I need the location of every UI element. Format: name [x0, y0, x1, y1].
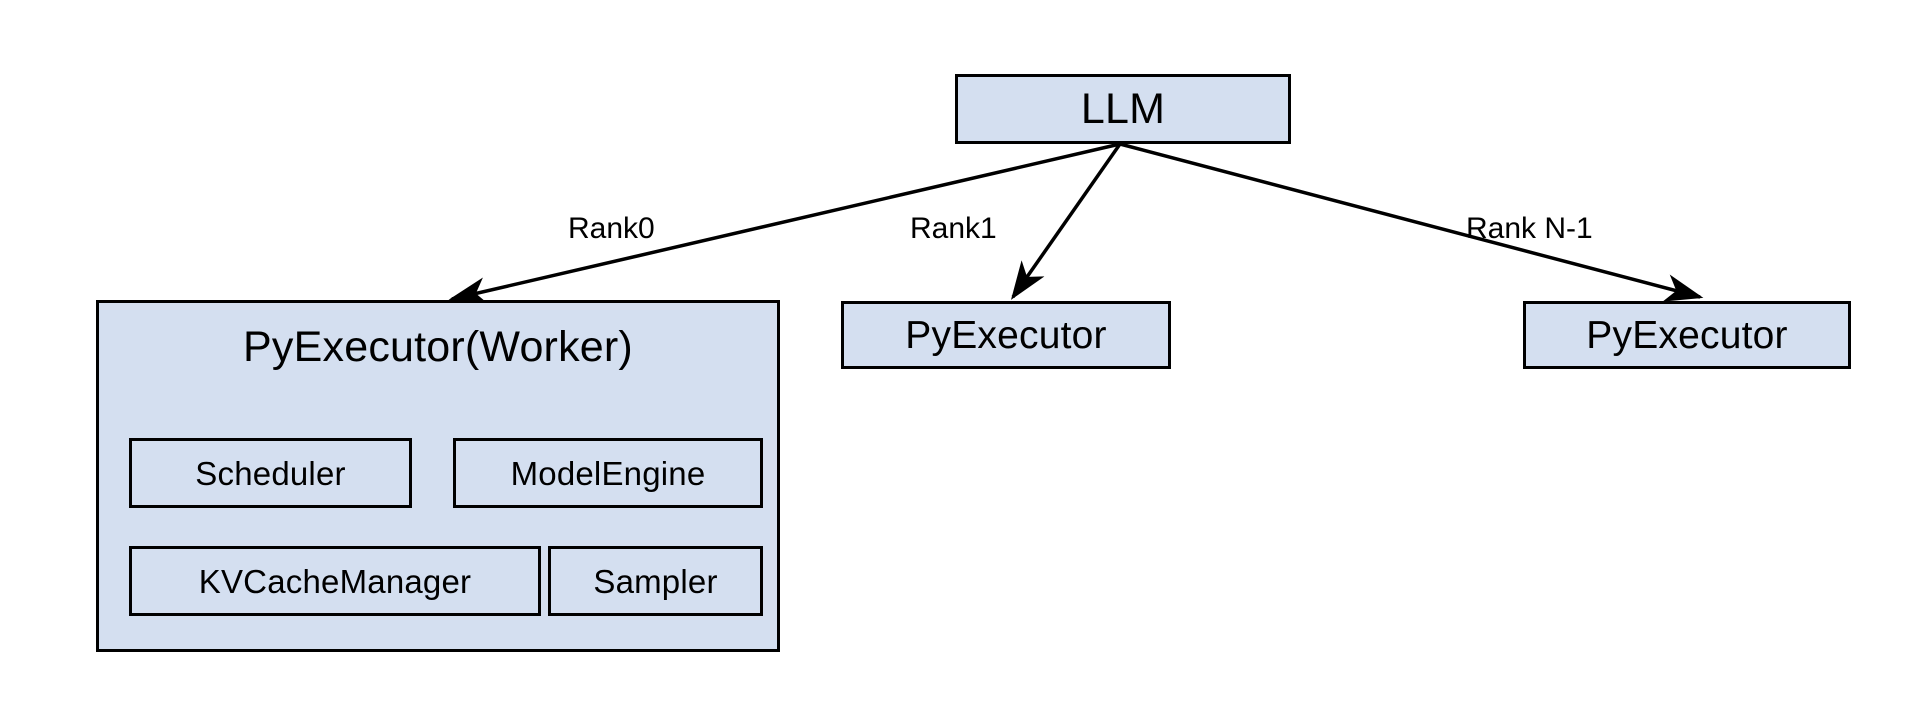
node-pyexecutor-rank1-label: PyExecutor — [905, 313, 1107, 357]
node-pyexecutor-rank1[interactable]: PyExecutor — [841, 301, 1171, 369]
edge-label-rank-n-1: Rank N-1 — [1466, 212, 1593, 245]
node-pyexecutor-worker[interactable]: PyExecutor(Worker) Scheduler ModelEngine… — [96, 300, 780, 652]
edge-label-rank1: Rank1 — [910, 212, 997, 245]
node-scheduler[interactable]: Scheduler — [129, 438, 412, 508]
edge-llm-to-executor-rank1 — [1010, 142, 1122, 300]
node-scheduler-label: Scheduler — [195, 454, 346, 492]
node-kv-cache-manager[interactable]: KVCacheManager — [129, 546, 541, 616]
edge-llm-to-worker — [448, 142, 1121, 305]
node-llm[interactable]: LLM — [955, 74, 1291, 144]
node-model-engine[interactable]: ModelEngine — [453, 438, 763, 508]
node-kv-cache-manager-label: KVCacheManager — [198, 562, 472, 600]
node-pyexecutor-rankn[interactable]: PyExecutor — [1523, 301, 1851, 369]
node-sampler[interactable]: Sampler — [548, 546, 763, 616]
edge-llm-to-executor-rankn — [1119, 142, 1704, 302]
edge-label-rank0: Rank0 — [568, 212, 655, 245]
node-model-engine-label: ModelEngine — [510, 454, 706, 492]
node-llm-label: LLM — [1080, 84, 1166, 133]
node-pyexecutor-worker-label: PyExecutor(Worker) — [243, 323, 633, 371]
node-sampler-label: Sampler — [593, 562, 718, 600]
node-pyexecutor-rankn-label: PyExecutor — [1586, 313, 1788, 357]
